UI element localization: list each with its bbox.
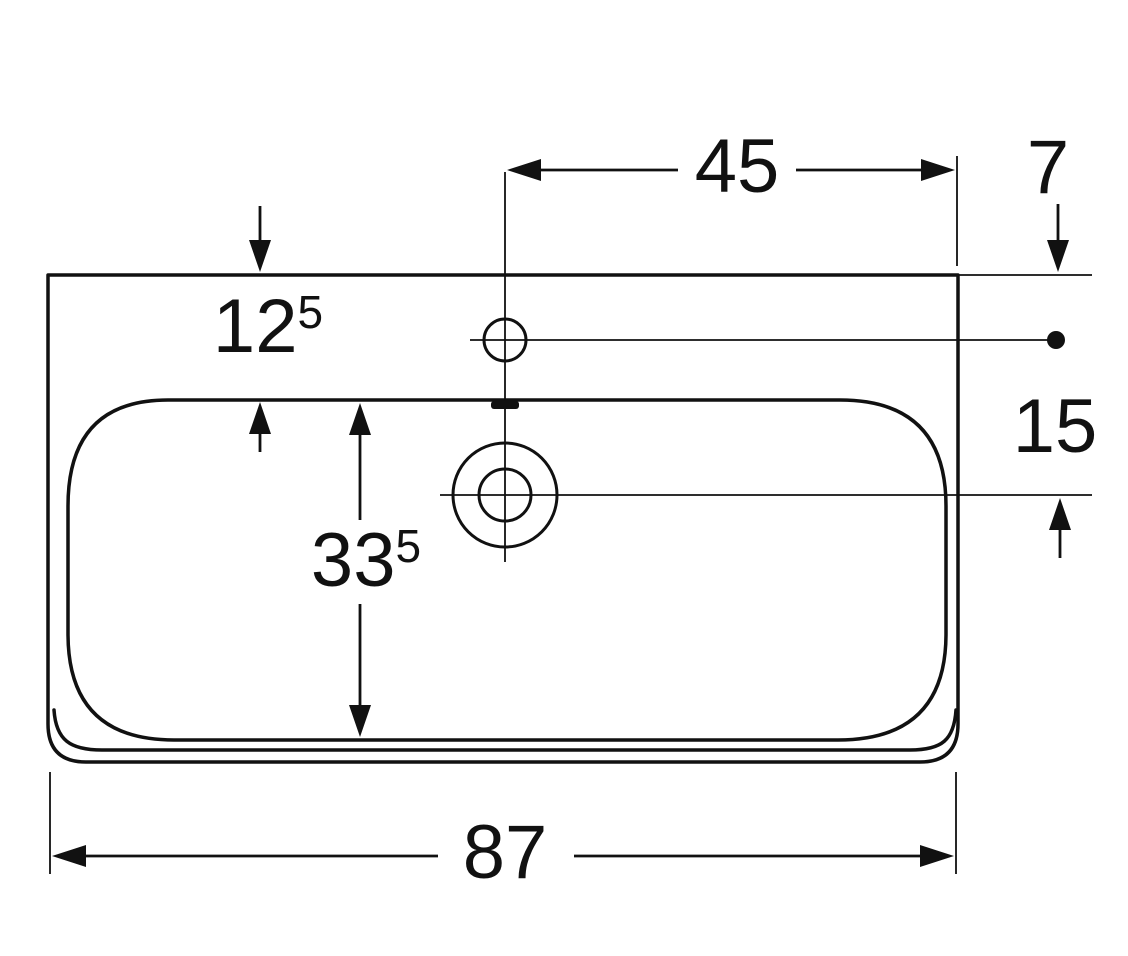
dimension-top-edge-to-bowl: 125 bbox=[213, 206, 323, 452]
dimension-tap-axis-from-top: 7 bbox=[958, 125, 1092, 276]
overflow-slot bbox=[491, 401, 519, 409]
dim-label-33-5-superscript: 5 bbox=[395, 520, 421, 572]
arrowhead-left bbox=[507, 159, 541, 181]
dim-label-33-5-main: 33 bbox=[311, 518, 396, 603]
drain bbox=[440, 441, 1092, 549]
dim-label-12-5-superscript: 5 bbox=[297, 286, 323, 338]
arrowhead-down bbox=[249, 240, 271, 272]
basin-outer-outline bbox=[46, 273, 960, 764]
arrowhead-right bbox=[920, 845, 954, 867]
arrowhead-up bbox=[349, 403, 371, 435]
tap-hole bbox=[470, 317, 1065, 363]
arrowhead-up bbox=[1049, 498, 1071, 530]
tap-axis-reference-dot bbox=[1047, 331, 1065, 349]
dimension-overall-width: 87 bbox=[49, 772, 957, 895]
tap-hole-circle bbox=[482, 317, 528, 363]
arrowhead-down bbox=[1047, 240, 1069, 272]
dim-label-12-5: 125 bbox=[213, 284, 323, 369]
dim-label-33-5: 335 bbox=[311, 518, 421, 603]
arrowhead-up bbox=[249, 402, 271, 434]
dim-label-7: 7 bbox=[1027, 125, 1069, 210]
arrowhead-down bbox=[349, 705, 371, 737]
dim-label-45: 45 bbox=[695, 124, 780, 209]
dimension-bowl-depth: 335 bbox=[311, 403, 421, 737]
arrowhead-right bbox=[921, 159, 955, 181]
dim-label-12-5-main: 12 bbox=[213, 284, 298, 369]
dim-label-87: 87 bbox=[463, 810, 548, 895]
basin bbox=[46, 273, 960, 764]
arrowhead-left bbox=[52, 845, 86, 867]
dimension-tap-axis-to-drain-axis: 15 bbox=[1013, 384, 1098, 558]
dimension-tap-to-right-edge: 45 bbox=[507, 124, 958, 266]
dim-label-15: 15 bbox=[1013, 384, 1098, 469]
basin-front-rim-line bbox=[52, 708, 958, 752]
bowl-outline bbox=[66, 398, 948, 742]
drain-outer-circle bbox=[451, 441, 559, 549]
drain-inner-circle bbox=[477, 467, 533, 523]
